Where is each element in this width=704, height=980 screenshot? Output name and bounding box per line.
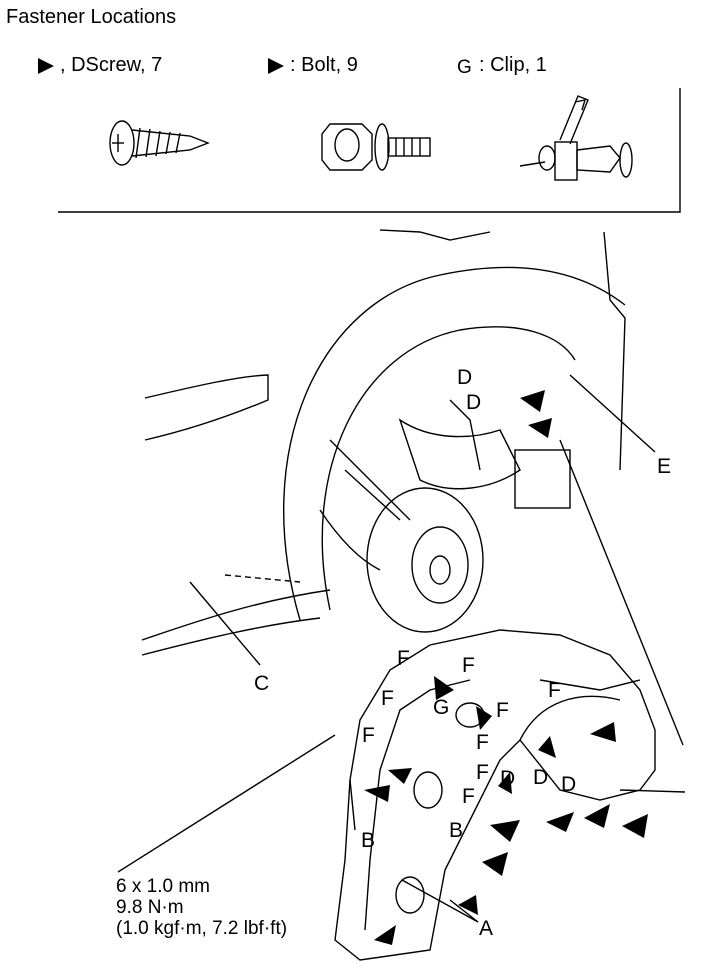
torque-spec-size: 6 x 1.0 mm [116, 876, 210, 897]
callout-D-4: D [533, 766, 549, 789]
callout-A: A [479, 917, 494, 940]
callout-F-3: F [381, 687, 394, 710]
leader-C [189, 581, 261, 666]
inner-fender-liner [334, 629, 656, 961]
legend-screw-label: , DScrew, 7 [60, 54, 163, 76]
callout-D-upper: D [457, 366, 473, 389]
leader-A1 [401, 879, 479, 923]
legend-screw: , DScrew, 7 [36, 54, 162, 77]
legend-bolt: : Bolt, 9 [266, 54, 358, 77]
liner-grommet-2 [413, 771, 443, 809]
legend-bolt-label: : Bolt, 9 [290, 54, 358, 76]
fender-arch-outer [282, 266, 626, 621]
callout-F-9: F [462, 785, 475, 808]
leader-E [569, 374, 656, 453]
liner-grommet-3 [395, 876, 425, 914]
brake-disc [366, 487, 484, 633]
page-title: Fastener Locations [6, 6, 177, 28]
clip-symbol-icon: G [457, 57, 472, 76]
callout-F-8: F [476, 761, 489, 784]
leader-detail-1 [559, 439, 684, 746]
torque-spec: 6 x 1.0 mm 9.8 N·m (1.0 kgf·m, 7.2 lbf·f… [116, 876, 287, 939]
callout-B-2: B [361, 829, 376, 852]
leader-spec [117, 734, 336, 873]
torque-spec-imperial: (1.0 kgf·m, 7.2 lbf·ft) [116, 918, 288, 939]
bolt-illustration [321, 123, 431, 171]
legend-clip: G : Clip, 1 [455, 54, 547, 77]
body-line-upper [379, 229, 491, 241]
svg-text:G: G [457, 57, 472, 76]
callout-D-upper-2: D [466, 391, 482, 414]
door-line [144, 374, 269, 441]
callout-F-1: F [397, 647, 410, 670]
leader-detail-2 [619, 789, 686, 793]
bolt-symbol-icon [268, 57, 284, 74]
callout-F-4: F [548, 679, 561, 702]
callout-D-3: D [500, 767, 516, 790]
leader-A2 [449, 899, 479, 923]
callout-F-6: F [362, 724, 375, 747]
screw-illustration [109, 120, 210, 166]
callout-E: E [657, 455, 672, 478]
callout-C: C [254, 672, 270, 695]
splash-guard [514, 449, 571, 509]
screw-symbol-icon [38, 57, 54, 74]
callout-F-2: F [462, 654, 475, 677]
callout-B-1: B [449, 819, 464, 842]
rocker-panel [141, 589, 331, 641]
body-side [603, 231, 626, 471]
callout-D-5: D [561, 773, 577, 796]
legend-frame [58, 88, 681, 213]
fender-arch-inner [321, 326, 576, 611]
legend-clip-label: : Clip, 1 [479, 54, 547, 76]
callout-G: G [433, 696, 450, 719]
fastener-arrows [364, 390, 648, 945]
rocker-lower [141, 617, 321, 656]
torque-spec-nm: 9.8 N·m [116, 897, 184, 918]
rocker-dashed [224, 574, 301, 583]
callout-F-5: F [496, 699, 509, 722]
callout-F-7: F [476, 731, 489, 754]
clip-illustration [519, 95, 633, 181]
